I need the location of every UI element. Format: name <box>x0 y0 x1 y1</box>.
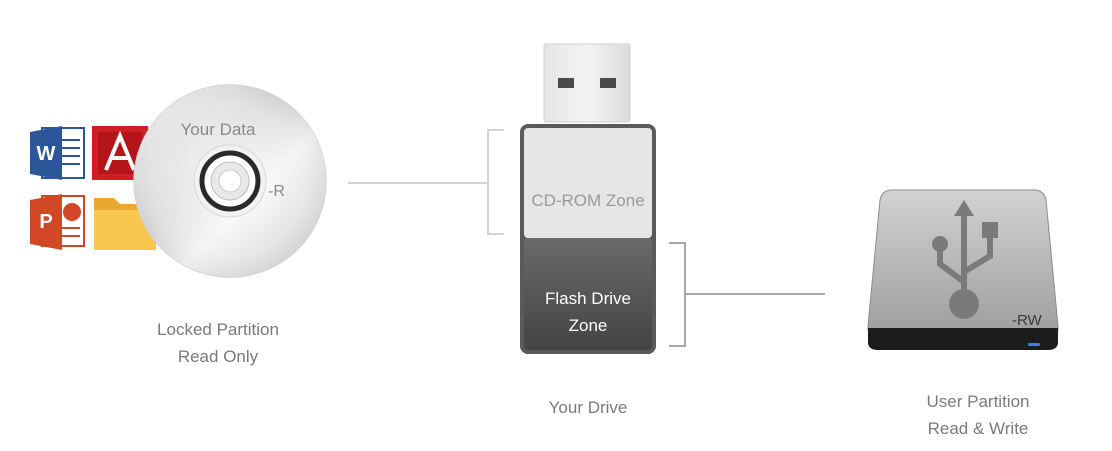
flash-zone-label: Flash Drive Zone <box>518 285 658 339</box>
cdrom-zone-fill <box>524 128 652 238</box>
cd-suffix: -R <box>268 183 285 200</box>
cd-caption-line1: Locked Partition <box>157 320 279 339</box>
cd-disc-svg <box>133 84 327 278</box>
bracket-flash-zone <box>669 242 686 347</box>
disk-caption-line1: User Partition <box>926 392 1030 411</box>
cd-disc <box>131 82 329 280</box>
powerpoint-icon: P <box>30 194 85 250</box>
disk-caption-line2: Read & Write <box>927 419 1029 438</box>
usb-drive-svg <box>520 43 656 354</box>
disk-suffix: -RW <box>1012 312 1042 329</box>
word-icon: W <box>30 126 85 180</box>
flash-zone-fill <box>524 238 652 350</box>
cd-caption-line2: Read Only <box>177 347 259 366</box>
flash-zone-line2: Zone <box>568 316 608 335</box>
flash-zone-line1: Flash Drive <box>545 289 631 308</box>
usb-symbol-icon <box>932 200 998 319</box>
bracket-cdrom-zone <box>487 129 504 235</box>
external-disk-svg <box>867 189 1059 350</box>
disk-led <box>1028 343 1040 346</box>
usb-connector <box>543 43 631 123</box>
drive-body <box>520 124 656 354</box>
svg-text:W: W <box>37 143 56 165</box>
disk-base <box>868 328 1058 350</box>
external-disk: -RW <box>862 186 1064 356</box>
cd-caption: Locked Partition Read Only <box>128 316 308 370</box>
cdrom-zone-label: CD-ROM Zone <box>531 191 645 210</box>
usb-drive: CD-ROM Zone Flash Drive Zone <box>518 40 658 360</box>
svg-text:P: P <box>39 211 52 233</box>
drive-caption: Your Drive <box>548 398 628 417</box>
cd-label: Your Data <box>180 120 256 139</box>
disk-caption: User Partition Read & Write <box>888 388 1068 442</box>
